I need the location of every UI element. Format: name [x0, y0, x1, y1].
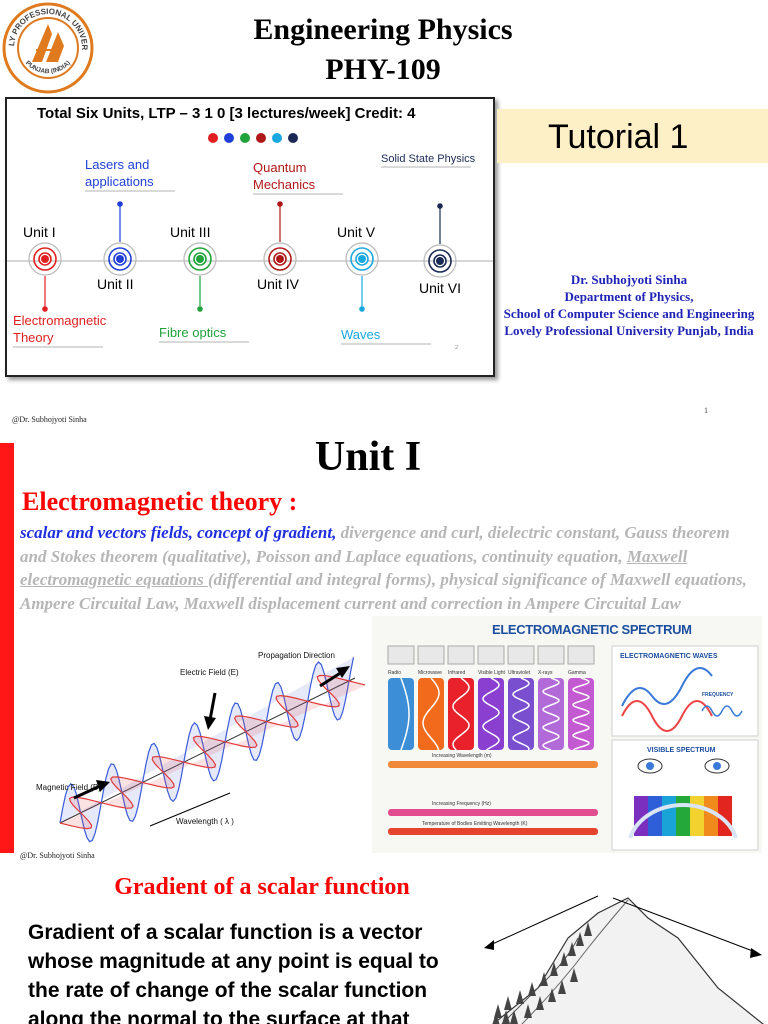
electric-field-label: Electric Field (E): [180, 668, 239, 677]
unit-topic: Waves: [341, 327, 381, 342]
temperature-axis-label: Temperature of Bodies Emitting Wavelengt…: [422, 821, 528, 827]
author-school: School of Computer Science and Engineeri…: [503, 306, 755, 321]
author-university: Lovely Professional University Punjab, I…: [504, 323, 754, 338]
header-dot: [256, 133, 266, 143]
topics-text-2: (differential and integral forms), physi…: [20, 570, 747, 613]
spectrum-band-label: Infrared: [448, 670, 465, 676]
unit-topic: Solid State Physics: [381, 153, 476, 165]
unit-node: Unit VI Solid State Physics: [381, 153, 476, 296]
slide1-footer: @Dr. Subhojyoti Sinha: [12, 415, 87, 424]
em-theory-heading: Electromagnetic theory :: [22, 487, 298, 516]
spectrum-band: X-rays: [537, 645, 565, 751]
magnetic-field-label: Magnetic Field (B): [36, 783, 101, 792]
units-header: Total Six Units, LTP – 3 1 0 [3 lectures…: [37, 105, 416, 122]
spectrum-band-label: Microwave: [418, 670, 442, 676]
gradient-heading: Gradient of a scalar function: [114, 874, 410, 900]
unit-one-slide: Unit I Electromagnetic theory : scalar a…: [0, 433, 768, 865]
header-dot: [224, 133, 234, 143]
unit-name: Unit II: [97, 276, 134, 292]
spectrum-title: ELECTROMAGNETIC SPECTRUM: [492, 622, 692, 637]
box-page-number: 2: [455, 345, 458, 351]
university-logo: LOVELY PROFESSIONAL UNIVERSITY PUNJAB (I…: [0, 0, 94, 94]
accent-bar: [0, 443, 14, 853]
spectrum-band-label: Radio: [388, 670, 401, 676]
unit-name: Unit III: [170, 224, 210, 240]
topics-highlight: scalar and vectors fields, concept of gr…: [20, 523, 337, 542]
propagation-label: Propagation Direction: [258, 651, 335, 660]
unit-node: Unit V Waves: [337, 224, 431, 345]
spectrum-band-label: Gamma: [568, 670, 586, 676]
unit-heading: Unit I: [314, 434, 422, 480]
topics-text-1: divergence and curl, dielectric constant…: [20, 523, 730, 566]
wavelength-axis-label: Increasing Wavelength (m): [432, 753, 492, 759]
syllabus-topics: scalar and vectors fields, concept of gr…: [20, 521, 760, 615]
unit-name: Unit V: [337, 224, 376, 240]
tutorial-title: Tutorial 1: [548, 118, 689, 156]
course-title: Engineering Physics: [253, 13, 513, 46]
header-dot: [272, 133, 282, 143]
course-code: PHY-109: [325, 53, 441, 86]
gradient-slide: Gradient of a scalar function Gradient o…: [0, 866, 768, 1024]
slide2-footer: @Dr. Subhojyoti Sinha: [20, 851, 95, 860]
topics-underlined: Maxwell electromagnetic equations: [20, 546, 688, 590]
author-name: Dr. Subhojyoti Sinha: [570, 272, 688, 287]
units-overview-box: Total Six Units, LTP – 3 1 0 [3 lectures…: [5, 97, 495, 377]
gradient-definition: Gradient of a scalar function is a vecto…: [28, 921, 439, 1024]
tutorial-banner: [497, 109, 768, 163]
spectrum-band: Infrared: [447, 645, 475, 751]
author-department: Department of Physics,: [564, 289, 694, 304]
frequency-label: FREQUENCY: [702, 692, 734, 698]
unit-topic: Fibre optics: [159, 325, 227, 340]
spectrum-band-label: Ultraviolet: [508, 670, 531, 676]
spectrum-band-label: X-rays: [538, 670, 553, 676]
wavelength-label: Wavelength ( λ ): [176, 817, 234, 826]
em-wave-figure: Electric Field (E) Propagation Direction…: [20, 638, 367, 848]
author-block: Dr. Subhojyoti Sinha Department of Physi…: [496, 271, 762, 339]
unit-name: Unit VI: [419, 280, 461, 296]
header-dot: [240, 133, 250, 143]
spectrum-band: Microwave: [417, 645, 445, 751]
unit-name: Unit I: [23, 224, 56, 240]
visible-spectrum-title: VISIBLE SPECTRUM: [647, 747, 716, 754]
frequency-axis-label: Increasing Frequency (Hz): [432, 801, 491, 807]
header-dot: [288, 133, 298, 143]
slide1-number: 1: [704, 406, 708, 415]
em-waves-title: ELECTROMAGNETIC WAVES: [620, 653, 718, 660]
header-dot: [208, 133, 218, 143]
spectrum-band: Radio: [387, 645, 415, 751]
spectrum-band: Gamma: [567, 645, 595, 751]
spectrum-band: Ultraviolet: [507, 645, 535, 751]
spectrum-band-label: Visible Light: [478, 670, 505, 676]
spectrum-band: Visible Light: [477, 645, 505, 751]
unit-node: Unit III Fibre optics: [159, 224, 249, 343]
title-slide: LOVELY PROFESSIONAL UNIVERSITY PUNJAB (I…: [0, 0, 768, 432]
mountain-illustration: [478, 878, 768, 1024]
unit-name: Unit IV: [257, 276, 300, 292]
